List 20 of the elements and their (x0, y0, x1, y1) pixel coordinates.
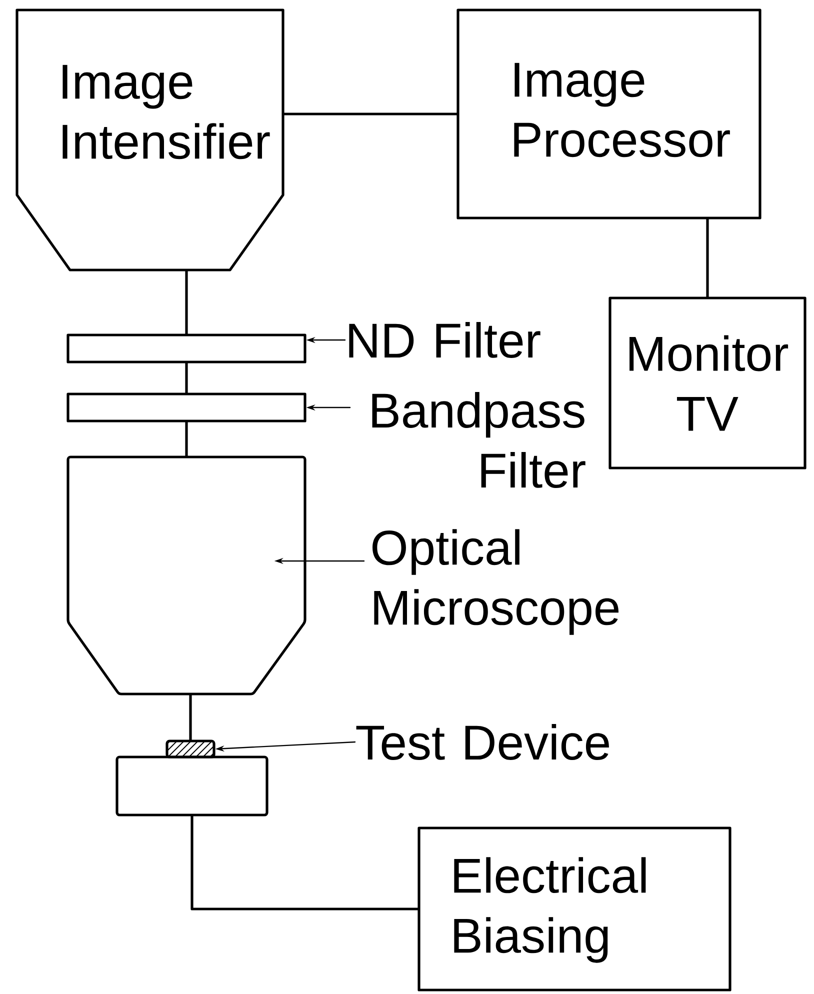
callout-label: Test Device (356, 724, 609, 760)
connector-line (283, 112, 458, 116)
test-device (166, 740, 216, 758)
connector-line (189, 694, 192, 741)
callout-label: Optical Microscope (372, 529, 619, 635)
connector-line (185, 421, 188, 457)
connector-line (706, 218, 709, 298)
intensifier-housing: Image Intensifier (16, 8, 284, 272)
processor-box: Image Processor (456, 8, 762, 220)
microscope-body (66, 456, 306, 696)
biasing-box: Electrical Biasing (418, 826, 732, 992)
connector-line (190, 815, 419, 910)
filter-bar (66, 334, 306, 364)
callout-label: Bandpass Filter (372, 392, 586, 488)
filter-bar (66, 392, 306, 422)
connector-line (185, 362, 188, 394)
stage-block (116, 756, 268, 816)
monitor-box: Monitor TV (608, 296, 806, 470)
callout-label: ND Filter (349, 322, 540, 358)
connector-line (185, 270, 188, 335)
